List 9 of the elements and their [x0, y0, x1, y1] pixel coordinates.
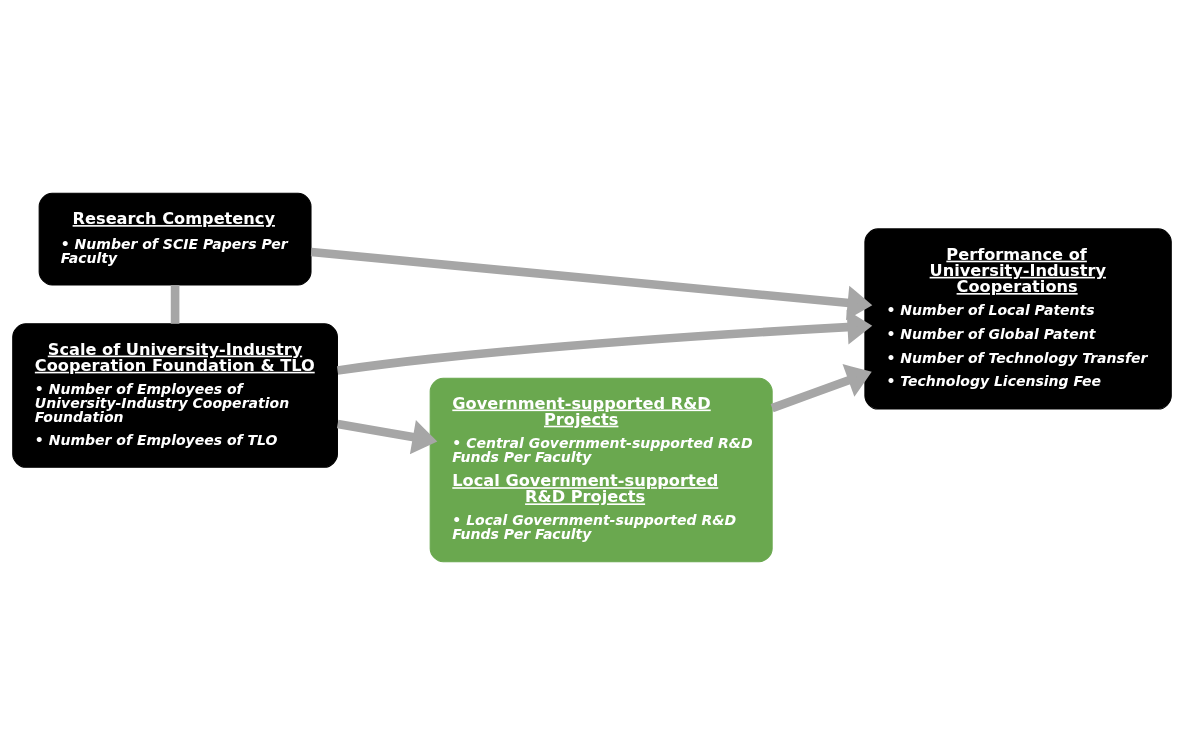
node-box: Research Competency • Number of SCIE Papers Per Faculty: [38, 192, 312, 286]
node-box: Performance of University-Industry Cooperations • Number of Local Patents • Number of Global Patent • Number of Technology Transfer • Technology Licensing Fee: [864, 228, 1172, 410]
arrow: [336, 419, 438, 455]
node-box: Government-supported R&D Projects • Central Government-supported R&D Funds Per Faculty Local Government-supported R&D Projects • Local Government-supported R&D Funds Per Faculty: [429, 377, 773, 563]
arrow: [310, 247, 873, 321]
arrow: [336, 309, 873, 375]
node-box: Scale of University-Industry Cooperation Foundation & TLO • Number of Employees of University-Industry Cooperation Foundation • Number of Employees of TLO: [12, 323, 338, 468]
arrow: [770, 364, 872, 413]
connector: [170, 285, 180, 324]
